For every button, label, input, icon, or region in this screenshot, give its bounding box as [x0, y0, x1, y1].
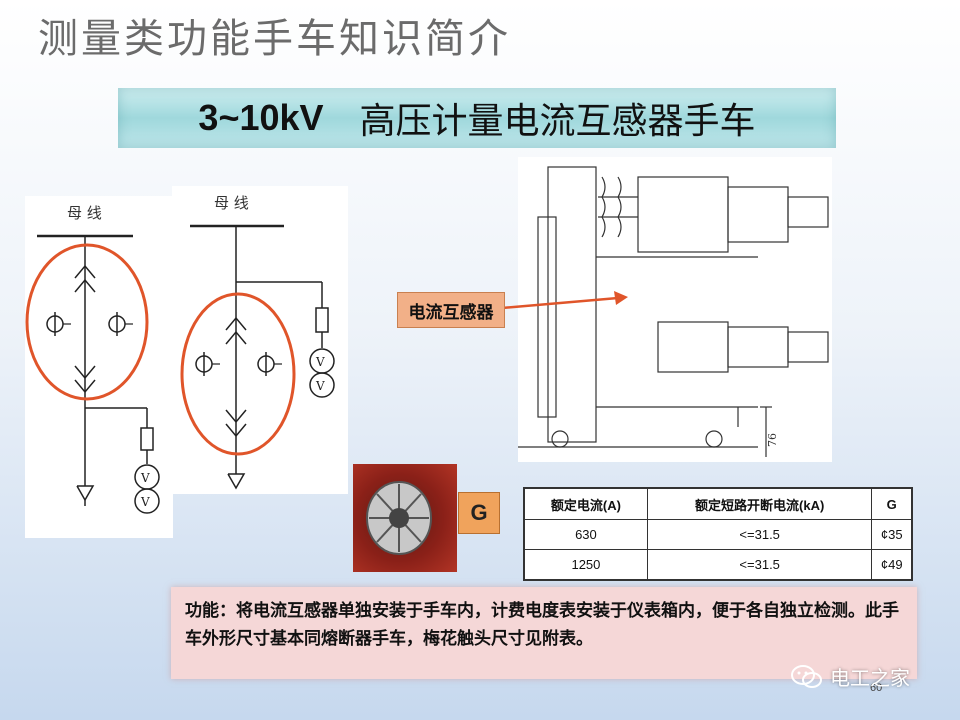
slide-title: 测量类功能手车知识简介 [38, 16, 511, 62]
highlight-ellipse-left [25, 243, 149, 401]
dimension-label: 76 [766, 433, 779, 447]
table-header-row: 额定电流(A) 额定短路开断电流(kA) G [523, 487, 913, 520]
single-line-diagram-right: 母 线 V V [172, 186, 348, 494]
highlight-ellipse-right [180, 292, 296, 456]
table-row: 1250 <=31.5 ¢49 [523, 549, 913, 581]
contact-size-table: 额定电流(A) 额定短路开断电流(kA) G 630 <=31.5 ¢35 12… [523, 487, 913, 581]
trolley-cad-drawing: 76 [518, 157, 832, 462]
table-cell: 1250 [523, 549, 648, 581]
subtitle-text: 高压计量电流互感器手车 [359, 101, 756, 142]
single-line-diagram-left: 母 线 V V [25, 196, 173, 538]
function-description-box: 功能：将电流互感器单独安装于手车内，计费电度表安装于仪表箱内，便于各自独立检测。… [171, 587, 917, 679]
current-transformer-callout: 电流互感器 [397, 292, 505, 328]
table-cell: <=31.5 [646, 549, 873, 581]
subtitle-voltage: 3~10kV [198, 97, 324, 138]
wechat-icon [791, 664, 822, 688]
vt-symbol-right-lower: V [315, 379, 325, 393]
table-cell: 630 [523, 519, 648, 550]
contact-diameter-label: G [458, 492, 500, 534]
contact-photo [353, 464, 457, 572]
table-cell: <=31.5 [646, 519, 873, 550]
watermark-text: 电工之家 [830, 666, 910, 690]
function-description: 功能：将电流互感器单独安装于手车内，计费电度表安装于仪表箱内，便于各自独立检测。… [185, 601, 899, 649]
busbar-label-right: 母 线 [214, 194, 249, 212]
column-header: G [871, 487, 913, 520]
table-cell: ¢35 [871, 519, 913, 550]
column-header: 额定短路开断电流(kA) [646, 487, 873, 520]
watermark: 电工之家 [790, 662, 910, 691]
callout-arrow [501, 291, 628, 310]
vt-symbol-left-lower: V [140, 495, 150, 509]
subtitle-banner: 3~10kV 高压计量电流互感器手车 [118, 88, 836, 148]
vt-symbol-left-upper: V [140, 471, 150, 485]
table-cell: ¢49 [871, 549, 913, 581]
column-header: 额定电流(A) [523, 487, 648, 520]
table-row: 630 <=31.5 ¢35 [523, 519, 913, 550]
page-number: 60 [870, 682, 883, 694]
busbar-label-left: 母 线 [67, 204, 102, 222]
vt-symbol-right-upper: V [315, 355, 325, 369]
